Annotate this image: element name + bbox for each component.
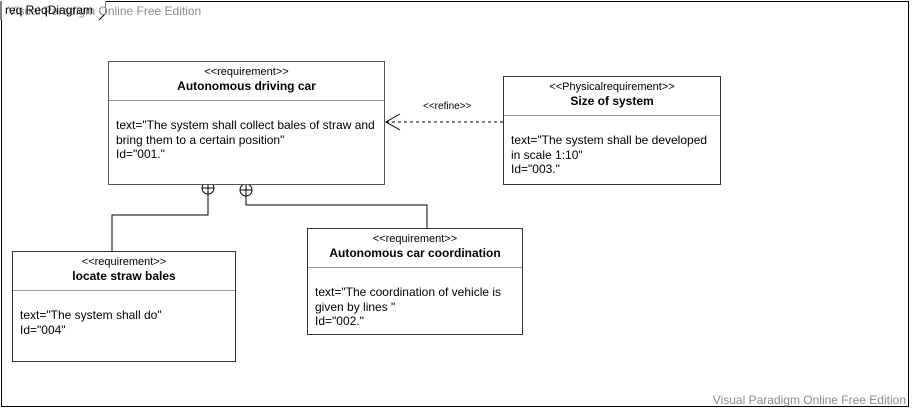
requirement-name: Autonomous driving car — [177, 79, 316, 93]
stereotype-label: <<requirement>> — [204, 66, 289, 78]
requirement-size-of-system[interactable]: <<Physicalrequirement>> Size of system t… — [503, 76, 721, 185]
requirement-text: text="The system shall be developed in s… — [511, 133, 708, 162]
frame-tab — [0, 1, 106, 20]
requirement-text: text="The system shall collect bales of … — [116, 118, 375, 147]
requirement-text: text="The system shall do" — [20, 308, 162, 322]
refine-label: <<refine>> — [423, 101, 472, 112]
requirement-id: Id="002." — [315, 314, 364, 328]
requirement-name: Autonomous car coordination — [329, 246, 501, 260]
containment-line-coordination — [245, 196, 428, 228]
requirement-id: Id="001." — [116, 147, 165, 161]
requirement-name: locate straw bales — [72, 269, 176, 283]
stereotype-label: <<requirement>> — [81, 256, 167, 268]
watermark-top: Visual Paradigm Online Free Edition — [8, 4, 202, 18]
requirement-name: Size of system — [570, 94, 654, 108]
stereotype-label: <<requirement>> — [372, 233, 458, 245]
requirement-id: Id="003." — [511, 162, 560, 176]
requirement-id: Id="004" — [20, 322, 66, 337]
requirement-text: text="The coordination of vehicle is giv… — [315, 285, 502, 314]
containment-line-locate — [111, 194, 209, 251]
requirement-autonomous-driving-car[interactable]: <<requirement>> Autonomous driving car t… — [108, 61, 385, 185]
refine-arrowhead — [384, 113, 401, 131]
requirement-autonomous-car-coordination[interactable]: <<requirement>> Autonomous car coordinat… — [307, 228, 523, 335]
frame-label: req ReqDiagram — [5, 3, 94, 17]
requirement-locate-straw-bales[interactable]: <<requirement>> locate straw bales text=… — [12, 251, 236, 362]
stereotype-label: <<Physicalrequirement>> — [549, 81, 675, 93]
watermark-bottom: Visual Paradigm Online Free Edition — [712, 393, 906, 407]
